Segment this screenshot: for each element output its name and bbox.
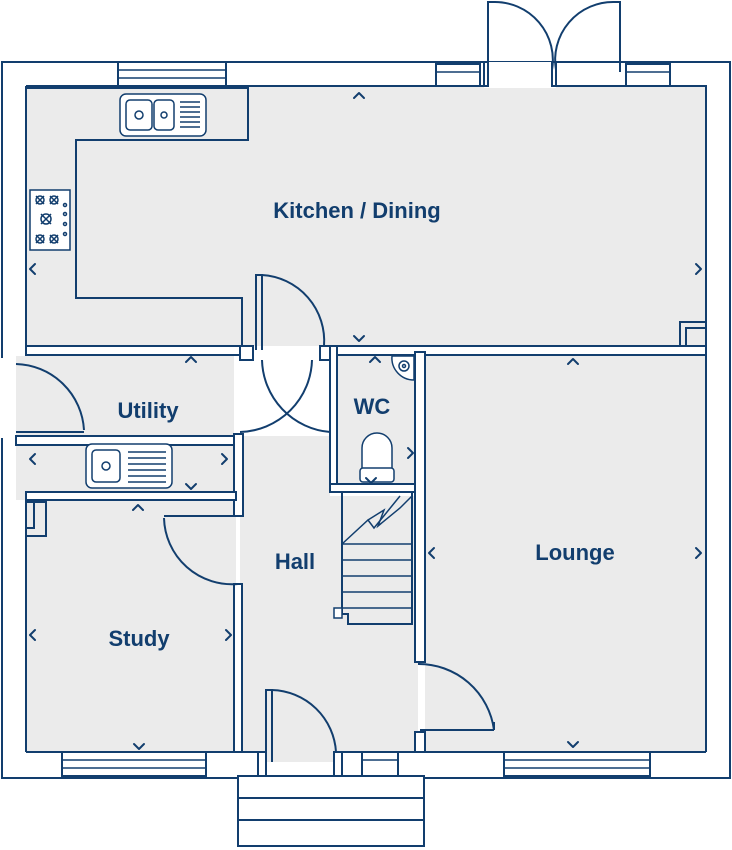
french-doors-icon — [483, 0, 621, 88]
dimension-markers — [29, 92, 702, 750]
room-label-kitchen-dining: Kitchen / Dining — [273, 198, 440, 223]
room-label-wc: WC — [354, 394, 391, 419]
utility-sink-icon — [85, 443, 173, 489]
wc-basin-icon — [391, 355, 415, 381]
room-label-study: Study — [108, 626, 170, 651]
room-label-hall: Hall — [275, 549, 315, 574]
kitchen-sink-icon — [119, 93, 207, 137]
staircase-icon — [333, 492, 413, 625]
entrance-steps-icon — [237, 775, 425, 847]
room-label-lounge: Lounge — [535, 540, 614, 565]
doors — [15, 274, 495, 777]
floor-areas — [16, 86, 706, 762]
hob-icon — [29, 189, 71, 251]
room-label-utility: Utility — [117, 398, 179, 423]
toilet-icon — [359, 432, 395, 483]
room-labels: Kitchen / Dining Utility WC Hall Lounge … — [108, 198, 614, 651]
